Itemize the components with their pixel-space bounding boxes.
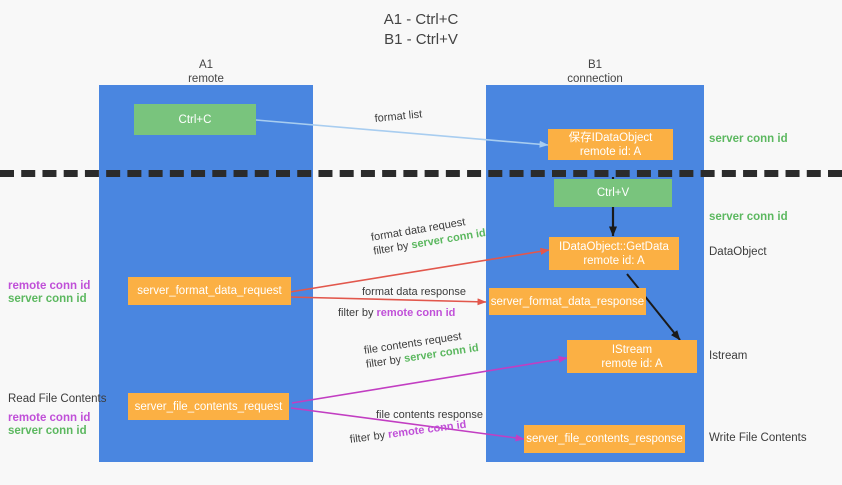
node-getdata-line1: IDataObject::GetData [559, 240, 669, 253]
column-b1-name: B1 [587, 59, 603, 71]
edge-label-format-data-request: format data request filter by server con… [370, 212, 487, 258]
node-ctrl-v-label: Ctrl+V [596, 187, 630, 199]
column-b1-sub: connection [567, 73, 623, 85]
title-line-1: A1 - Ctrl+C [383, 11, 459, 28]
node-server-file-contents-response[interactable]: server_file_contents_response [524, 425, 685, 453]
node-server-format-data-response[interactable]: server_format_data_response [489, 288, 646, 315]
node-save-idataobject-line1: 保存IDataObject [568, 131, 653, 144]
diagram-title: A1 - Ctrl+C B1 - Ctrl+V [0, 10, 842, 50]
filter-value-remote-conn-id-1: remote conn id [376, 307, 456, 319]
column-header-a1: A1 remote [99, 58, 313, 86]
right-label-write-file-contents: Write File Contents [709, 432, 807, 444]
node-istream-line1: IStream [611, 343, 653, 356]
edge-label-file-contents-response-filter: filter by remote conn id [349, 418, 467, 447]
node-server-file-contents-response-label: server_file_contents_response [526, 433, 683, 445]
left-label-server-conn-id-1: server conn id [8, 293, 87, 305]
node-istream[interactable]: IStream remote id: A [567, 340, 697, 373]
node-server-format-data-response-label: server_format_data_response [490, 295, 645, 308]
node-server-file-contents-request[interactable]: server_file_contents_request [128, 393, 289, 420]
filter-prefix-4: filter by [349, 428, 389, 446]
node-istream-line2: remote id: A [601, 357, 663, 370]
edge-label-file-contents-response-title: file contents response [376, 409, 484, 421]
left-label-server-conn-id-2: server conn id [8, 425, 87, 437]
right-label-server-conn-id-top: server conn id [709, 133, 788, 145]
filter-prefix-2: filter by [338, 307, 377, 319]
node-save-idataobject[interactable]: 保存IDataObject remote id: A [548, 129, 673, 160]
left-label-read-file-contents: Read File Contents [8, 393, 107, 405]
trust-boundary-dashed-line [0, 170, 842, 177]
node-ctrl-c-label: Ctrl+C [178, 113, 212, 126]
edge-label-file-contents-response: file contents response [376, 408, 483, 422]
edge-label-format-list: format list [374, 108, 423, 125]
column-a1-sub: remote [188, 73, 224, 85]
node-ctrl-c[interactable]: Ctrl+C [134, 104, 256, 135]
node-save-idataobject-line2: remote id: A [579, 145, 642, 158]
left-label-remote-conn-id-1: remote conn id [8, 280, 91, 292]
edge-label-format-data-response: format data response [362, 285, 466, 299]
node-idataobject-getdata[interactable]: IDataObject::GetData remote id: A [549, 237, 679, 270]
node-getdata-line2: remote id: A [583, 254, 645, 267]
right-label-istream: Istream [709, 350, 748, 362]
node-ctrl-v[interactable]: Ctrl+V [554, 179, 672, 207]
column-header-b1: B1 connection [486, 58, 704, 86]
column-a1-name: A1 [198, 59, 214, 71]
edge-label-format-data-response-title: format data response [362, 286, 466, 298]
filter-value-remote-conn-id-2: remote conn id [387, 418, 468, 441]
right-label-dataobject: DataObject [709, 246, 767, 258]
node-server-file-contents-request-label: server_file_contents_request [134, 400, 283, 413]
edge-label-format-data-response-filter: filter by remote conn id [338, 306, 455, 320]
edge-label-file-contents-request: file contents request filter by server c… [363, 327, 480, 372]
node-server-format-data-request[interactable]: server_format_data_request [128, 277, 291, 305]
node-server-format-data-request-label: server_format_data_request [137, 285, 282, 297]
title-line-2: B1 - Ctrl+V [384, 31, 458, 48]
left-label-remote-conn-id-2: remote conn id [8, 412, 91, 424]
right-label-server-conn-id-mid: server conn id [709, 211, 788, 223]
